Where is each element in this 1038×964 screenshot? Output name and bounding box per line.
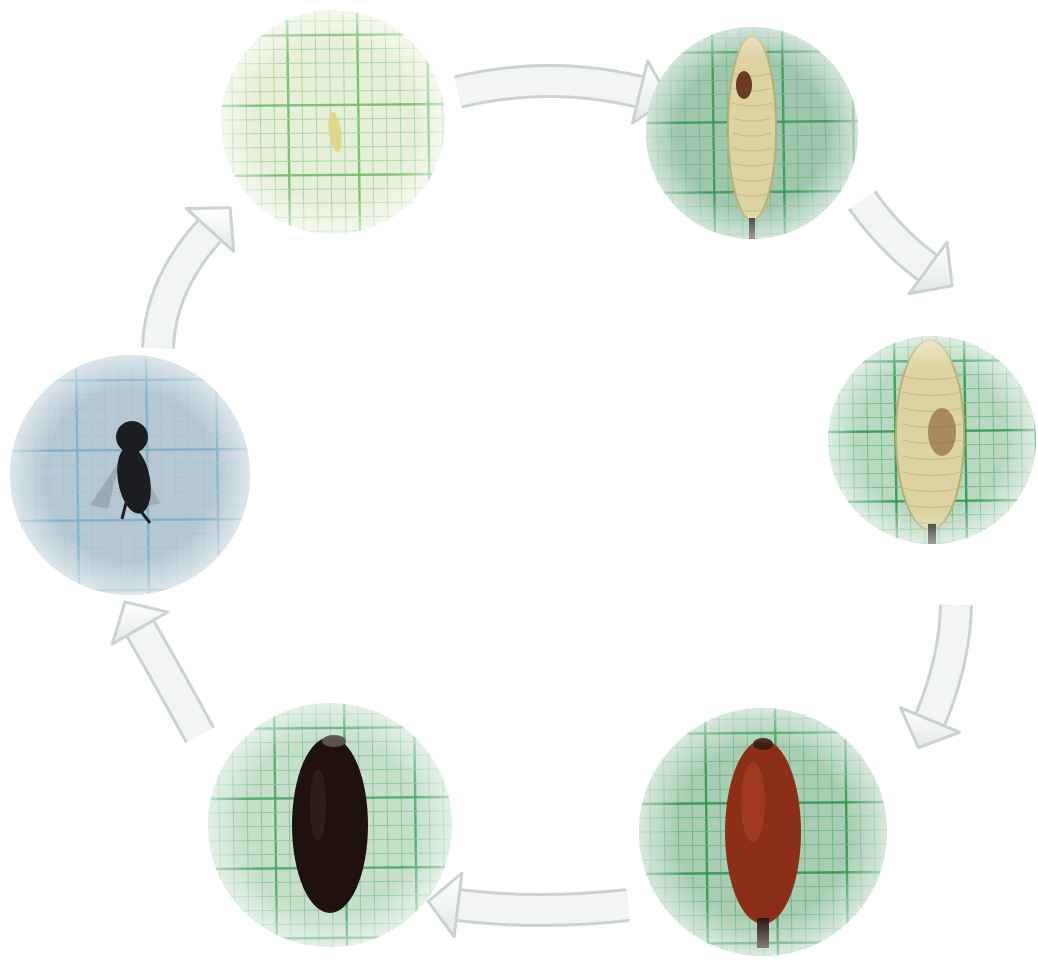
arrow-adult-to-egg: [158, 208, 234, 348]
stage-pupa-red: [635, 704, 890, 958]
arrow-larva2-to-pupa-red: [900, 605, 959, 748]
stage-egg: [217, 6, 445, 234]
stage-larva-1: [642, 23, 858, 242]
stage-pupa-dark: [204, 699, 459, 947]
stage-larva-2: [824, 332, 1037, 554]
arrow-egg-to-larva: [458, 61, 669, 123]
stage-photos: [6, 6, 1037, 958]
arrow-pupa-red-to-pupa-dark: [428, 873, 628, 937]
arrow-pupa-dark-to-adult: [112, 602, 200, 735]
arrow-larva-to-larva2: [862, 200, 952, 294]
stage-adult: [6, 351, 250, 595]
